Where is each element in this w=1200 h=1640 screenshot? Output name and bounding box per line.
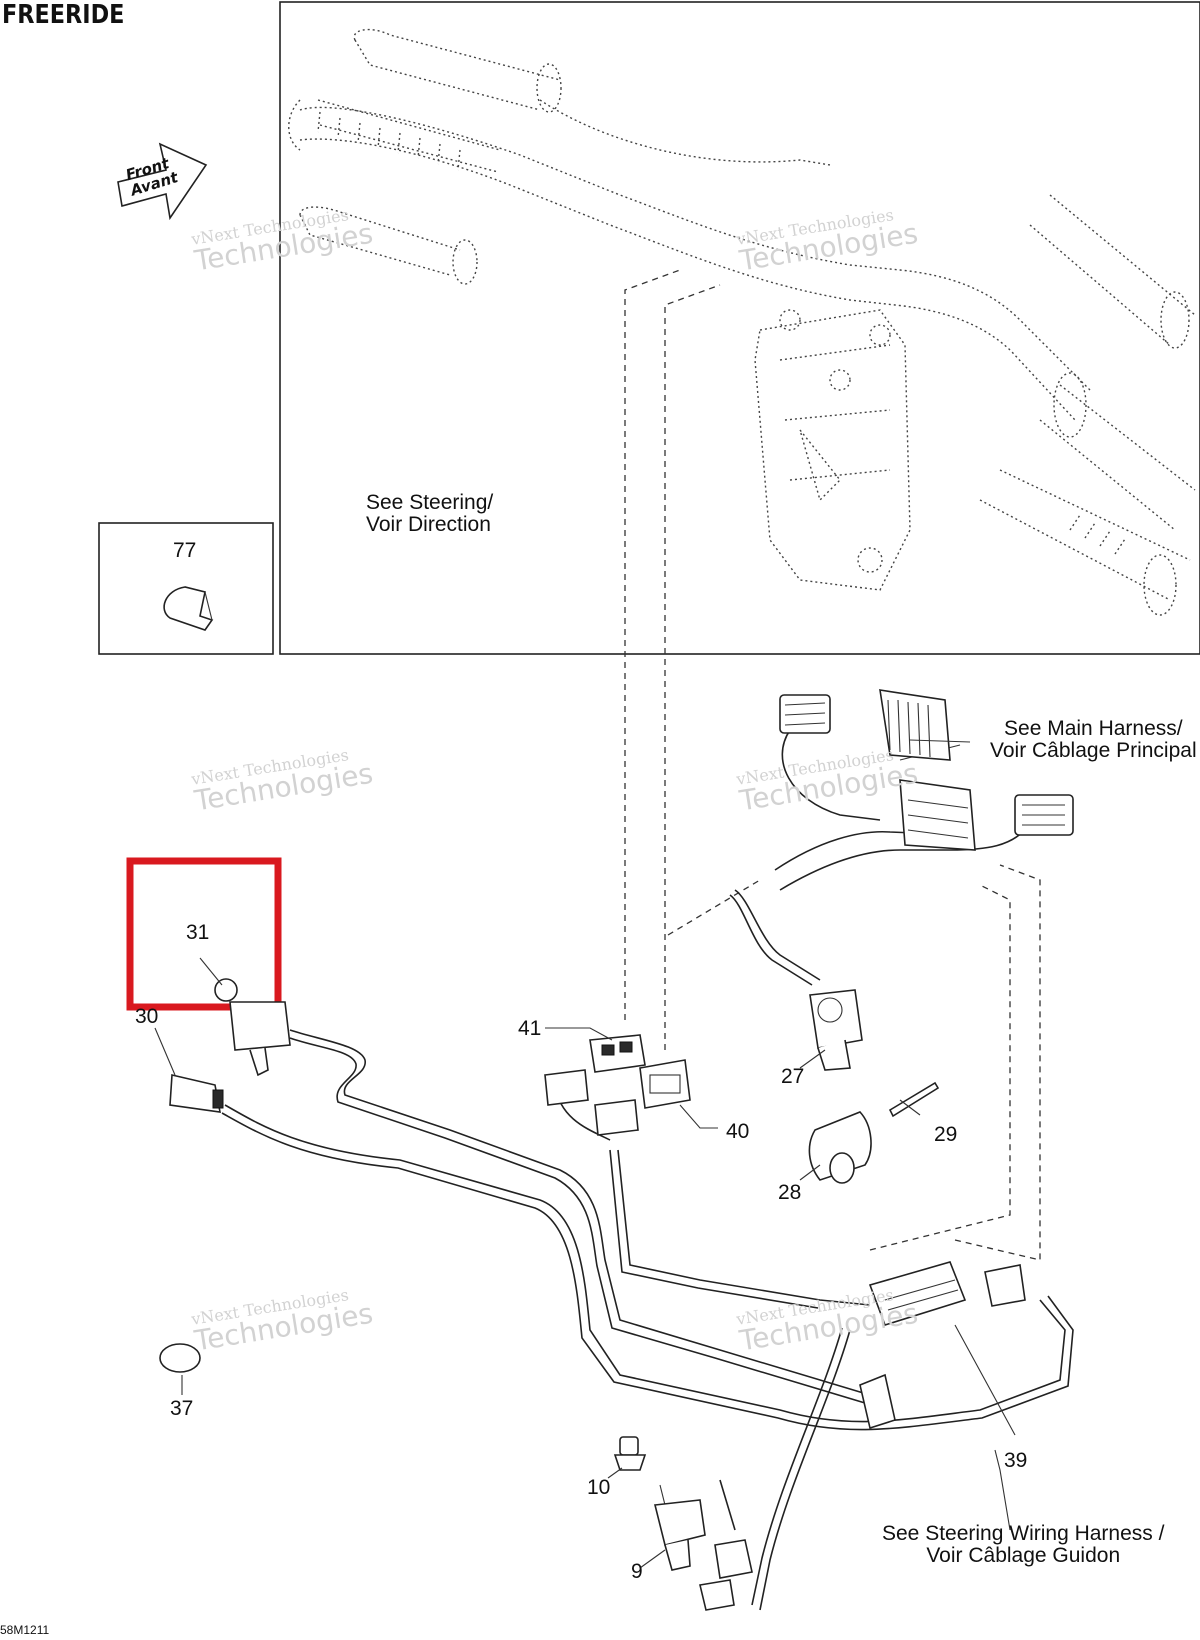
dash-39b-main [954,864,1041,1261]
note-steering: See Steering/ Voir Direction [366,491,494,536]
part-41-connectors [544,1027,646,1136]
detail-box-77 [98,522,274,655]
part-39-module [868,1261,1026,1436]
callout-77: 77 [173,539,197,562]
part-30-connector [154,1027,224,1113]
part-28-sleeve [799,1111,872,1184]
handlebar-outline [288,28,1196,616]
main-wiring-harness [221,889,1074,1611]
dash-40-steering [664,284,721,1050]
callout-10: 10 [587,1476,611,1499]
note-steering-wiring: See Steering Wiring Harness / Voir Câbla… [882,1522,1165,1567]
steering-frame [279,1,1200,655]
callout-31: 31 [186,921,210,944]
callout-40: 40 [726,1120,750,1143]
callout-29: 29 [934,1123,958,1146]
callout-28: 28 [778,1181,802,1204]
part-31-sensor [199,957,291,1077]
part-77-clip [163,586,214,631]
front-arrow-icon [117,142,208,221]
callout-9: 9 [631,1560,643,1583]
dash-41-steering [624,269,681,1020]
diagram-title: FREERIDE [2,0,125,30]
main-harness-sketch [774,689,1074,891]
connector-lower [859,1373,896,1430]
dash-39-main [869,884,1011,1251]
note-main-harness: See Main Harness/ Voir Câblage Principal [990,717,1197,762]
callout-37: 37 [170,1397,194,1420]
callout-39: 39 [1004,1449,1028,1472]
callout-27: 27 [781,1065,805,1088]
part-27-connector [799,989,863,1071]
callout-41: 41 [518,1017,542,1040]
drawing-code: 58M1211 [0,1623,50,1637]
part-9-switch [639,1484,753,1611]
callout-30: 30 [135,1005,159,1028]
part-37-grommet [159,1343,201,1373]
part-40-connector [639,1059,718,1129]
dash-27-main [667,879,761,936]
leader-steering-wiring [994,1449,1011,1531]
leader-main-harness [909,739,971,743]
part-29-pin [888,1081,940,1118]
part-10-knob [607,1436,647,1479]
highlight-box-31 [126,857,282,1011]
